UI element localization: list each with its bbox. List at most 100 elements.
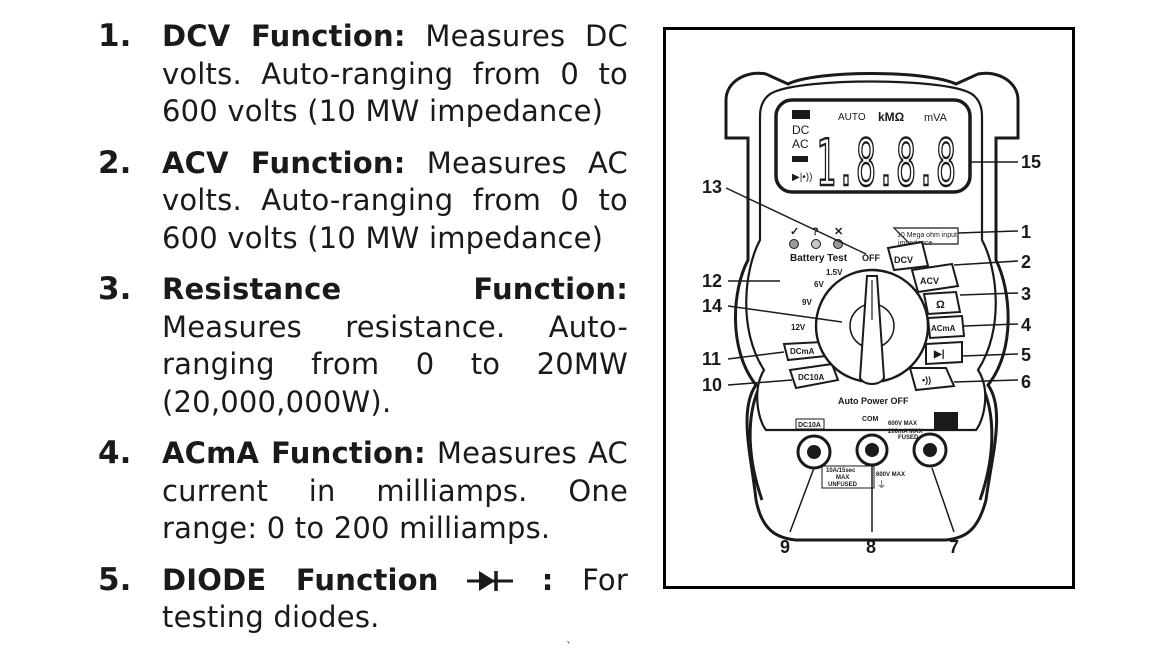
callout-2: 2 — [1021, 252, 1031, 272]
item-number: 2. — [98, 144, 132, 181]
button-acv[interactable] — [910, 262, 960, 294]
range-6v: 6V — [814, 280, 824, 289]
item-text: ACV Function: Measures AC volts. Auto-ra… — [162, 145, 628, 258]
auto-power-off-label: Auto Power OFF — [838, 396, 909, 406]
function-item-acv: 2. ACV Function: Measures AC volts. Auto… — [98, 145, 628, 258]
lcd-mva-label: mVA — [924, 112, 948, 124]
function-item-resistance: 3. Resistance Function: Measures resista… — [98, 271, 628, 421]
callout-line-13 — [725, 187, 867, 255]
callout-11: 11 — [702, 349, 721, 369]
callout-line-11 — [727, 351, 785, 360]
lcd-digits: 1.8.8.8 — [816, 127, 956, 201]
right-grip — [978, 389, 994, 501]
button-dc10a[interactable] — [788, 362, 840, 390]
callout-line-4 — [963, 323, 1019, 327]
function-item-acma: 4. ACmA Function: Measures AC current in… — [98, 435, 628, 548]
callout-line-5 — [961, 353, 1019, 357]
lcd-auto-label: AUTO — [838, 112, 866, 123]
button-dcma-label: DCmA — [790, 347, 815, 356]
battery-bad-symbol: ✕ — [834, 226, 843, 238]
callout-line-7 — [931, 467, 955, 533]
item-title: ACmA Function: — [162, 436, 426, 470]
lcd-minus-sign — [792, 156, 808, 162]
multimeter-figure: AUTO kMΩ mVA DC AC ▶|•)) 1.8.8.8 ✓ ? ✕ B… — [663, 27, 1075, 589]
callout-line-6 — [953, 379, 1019, 383]
item-text: ACmA Function: Measures AC current in mi… — [162, 435, 628, 548]
warning-icon-block — [934, 412, 958, 430]
callout-1: 1 — [1021, 222, 1031, 242]
diode-icon — [467, 570, 514, 591]
callout-8: 8 — [866, 537, 876, 557]
button-dc10a-label: DC10A — [798, 373, 824, 382]
range-9v: 9V — [802, 298, 812, 307]
button-ohm[interactable] — [922, 290, 962, 316]
battery-led-green — [789, 239, 799, 249]
callout-14: 14 — [702, 296, 722, 316]
callout-line-3 — [959, 292, 1019, 296]
jack-v-ohm-ma-inner — [923, 443, 937, 457]
jack-dc10a-note-2: MAX — [836, 475, 849, 481]
off-label: OFF — [862, 253, 880, 263]
impedance-note-box — [892, 227, 959, 245]
lcd-display — [774, 98, 972, 194]
function-item-diode: 5. DIODE Function : For testing diodes. — [98, 562, 628, 637]
lcd-ac-label: AC — [792, 137, 809, 151]
multimeter-drawing: AUTO kMΩ mVA DC AC ▶|•)) 1.8.8.8 ✓ ? ✕ B… — [702, 71, 1041, 557]
stray-mark: ` — [566, 640, 572, 654]
jack-com-label: COM — [862, 416, 879, 423]
callout-12: 12 — [702, 271, 722, 291]
item-body: Measures AC current in milliamps. One ra… — [162, 436, 628, 545]
button-ohm-label: Ω — [936, 299, 945, 311]
jack-dc10a-label-box — [795, 418, 825, 430]
button-continuity[interactable] — [908, 367, 956, 392]
button-acma[interactable] — [926, 314, 966, 340]
button-acma-label: ACmA — [931, 324, 956, 333]
lcd-kohm-label: kMΩ — [878, 110, 905, 124]
item-body: Measures AC volts. Auto-ranging from 0 t… — [162, 145, 628, 255]
button-acv-label: ACV — [920, 276, 939, 286]
item-number: 4. — [98, 435, 132, 471]
battery-icon — [792, 110, 810, 119]
item-title-suffix: : — [541, 562, 554, 597]
callout-line-10 — [727, 379, 793, 386]
button-dcv-label: DCV — [894, 255, 913, 265]
lcd-continuity-symbol: ▶|•)) — [792, 172, 812, 183]
battery-led-yellow — [811, 239, 821, 249]
item-text: Resistance Function: Measures resistance… — [162, 271, 628, 421]
item-title: DCV Function: — [162, 19, 406, 53]
button-dcv[interactable] — [886, 240, 930, 272]
item-text: DIODE Function : For testing diodes. — [162, 562, 628, 637]
callout-5: 5 — [1021, 345, 1031, 365]
callout-line-14 — [727, 305, 843, 323]
continuity-icon: •)) — [922, 375, 931, 385]
callout-line-2 — [953, 260, 1019, 266]
callout-3: 3 — [1021, 284, 1031, 304]
button-diode[interactable] — [925, 340, 963, 366]
callout-line-9 — [789, 467, 815, 533]
jack-fused-label: FUSED — [898, 435, 919, 441]
item-title: Resistance Function: — [162, 272, 628, 306]
jack-dc10a-note-box — [821, 465, 875, 489]
callout-15: 15 — [1021, 152, 1041, 172]
callout-13: 13 — [702, 177, 722, 197]
item-text: DCV Function: Measures DC volts. Auto-ra… — [162, 18, 628, 131]
callout-6: 6 — [1021, 372, 1031, 392]
item-number: 3. — [98, 271, 132, 307]
item-body: Measures resistance. Auto-ranging from 0… — [162, 309, 628, 419]
callout-line-1 — [957, 230, 1019, 234]
jack-dc10a-inner — [807, 445, 821, 459]
callout-7: 7 — [949, 537, 959, 557]
battery-unknown-symbol: ? — [812, 226, 819, 238]
callout-4: 4 — [1021, 315, 1031, 335]
function-item-dcv: 1. DCV Function: Measures DC volts. Auto… — [98, 18, 628, 131]
item-number: 5. — [98, 561, 132, 598]
item-title: DIODE Function — [162, 562, 439, 597]
range-1-5v: 1.5V — [826, 268, 843, 277]
callout-9: 9 — [780, 537, 790, 557]
jack-com-max-label: 600V MAX — [876, 472, 905, 478]
jack-com-inner — [865, 443, 879, 457]
range-12v: 12V — [791, 323, 806, 332]
ground-icon: ⏚ — [877, 480, 886, 490]
battery-test-label: Battery Test — [790, 253, 848, 264]
impedance-note-line-1: 10 Mega ohm input — [897, 232, 957, 239]
